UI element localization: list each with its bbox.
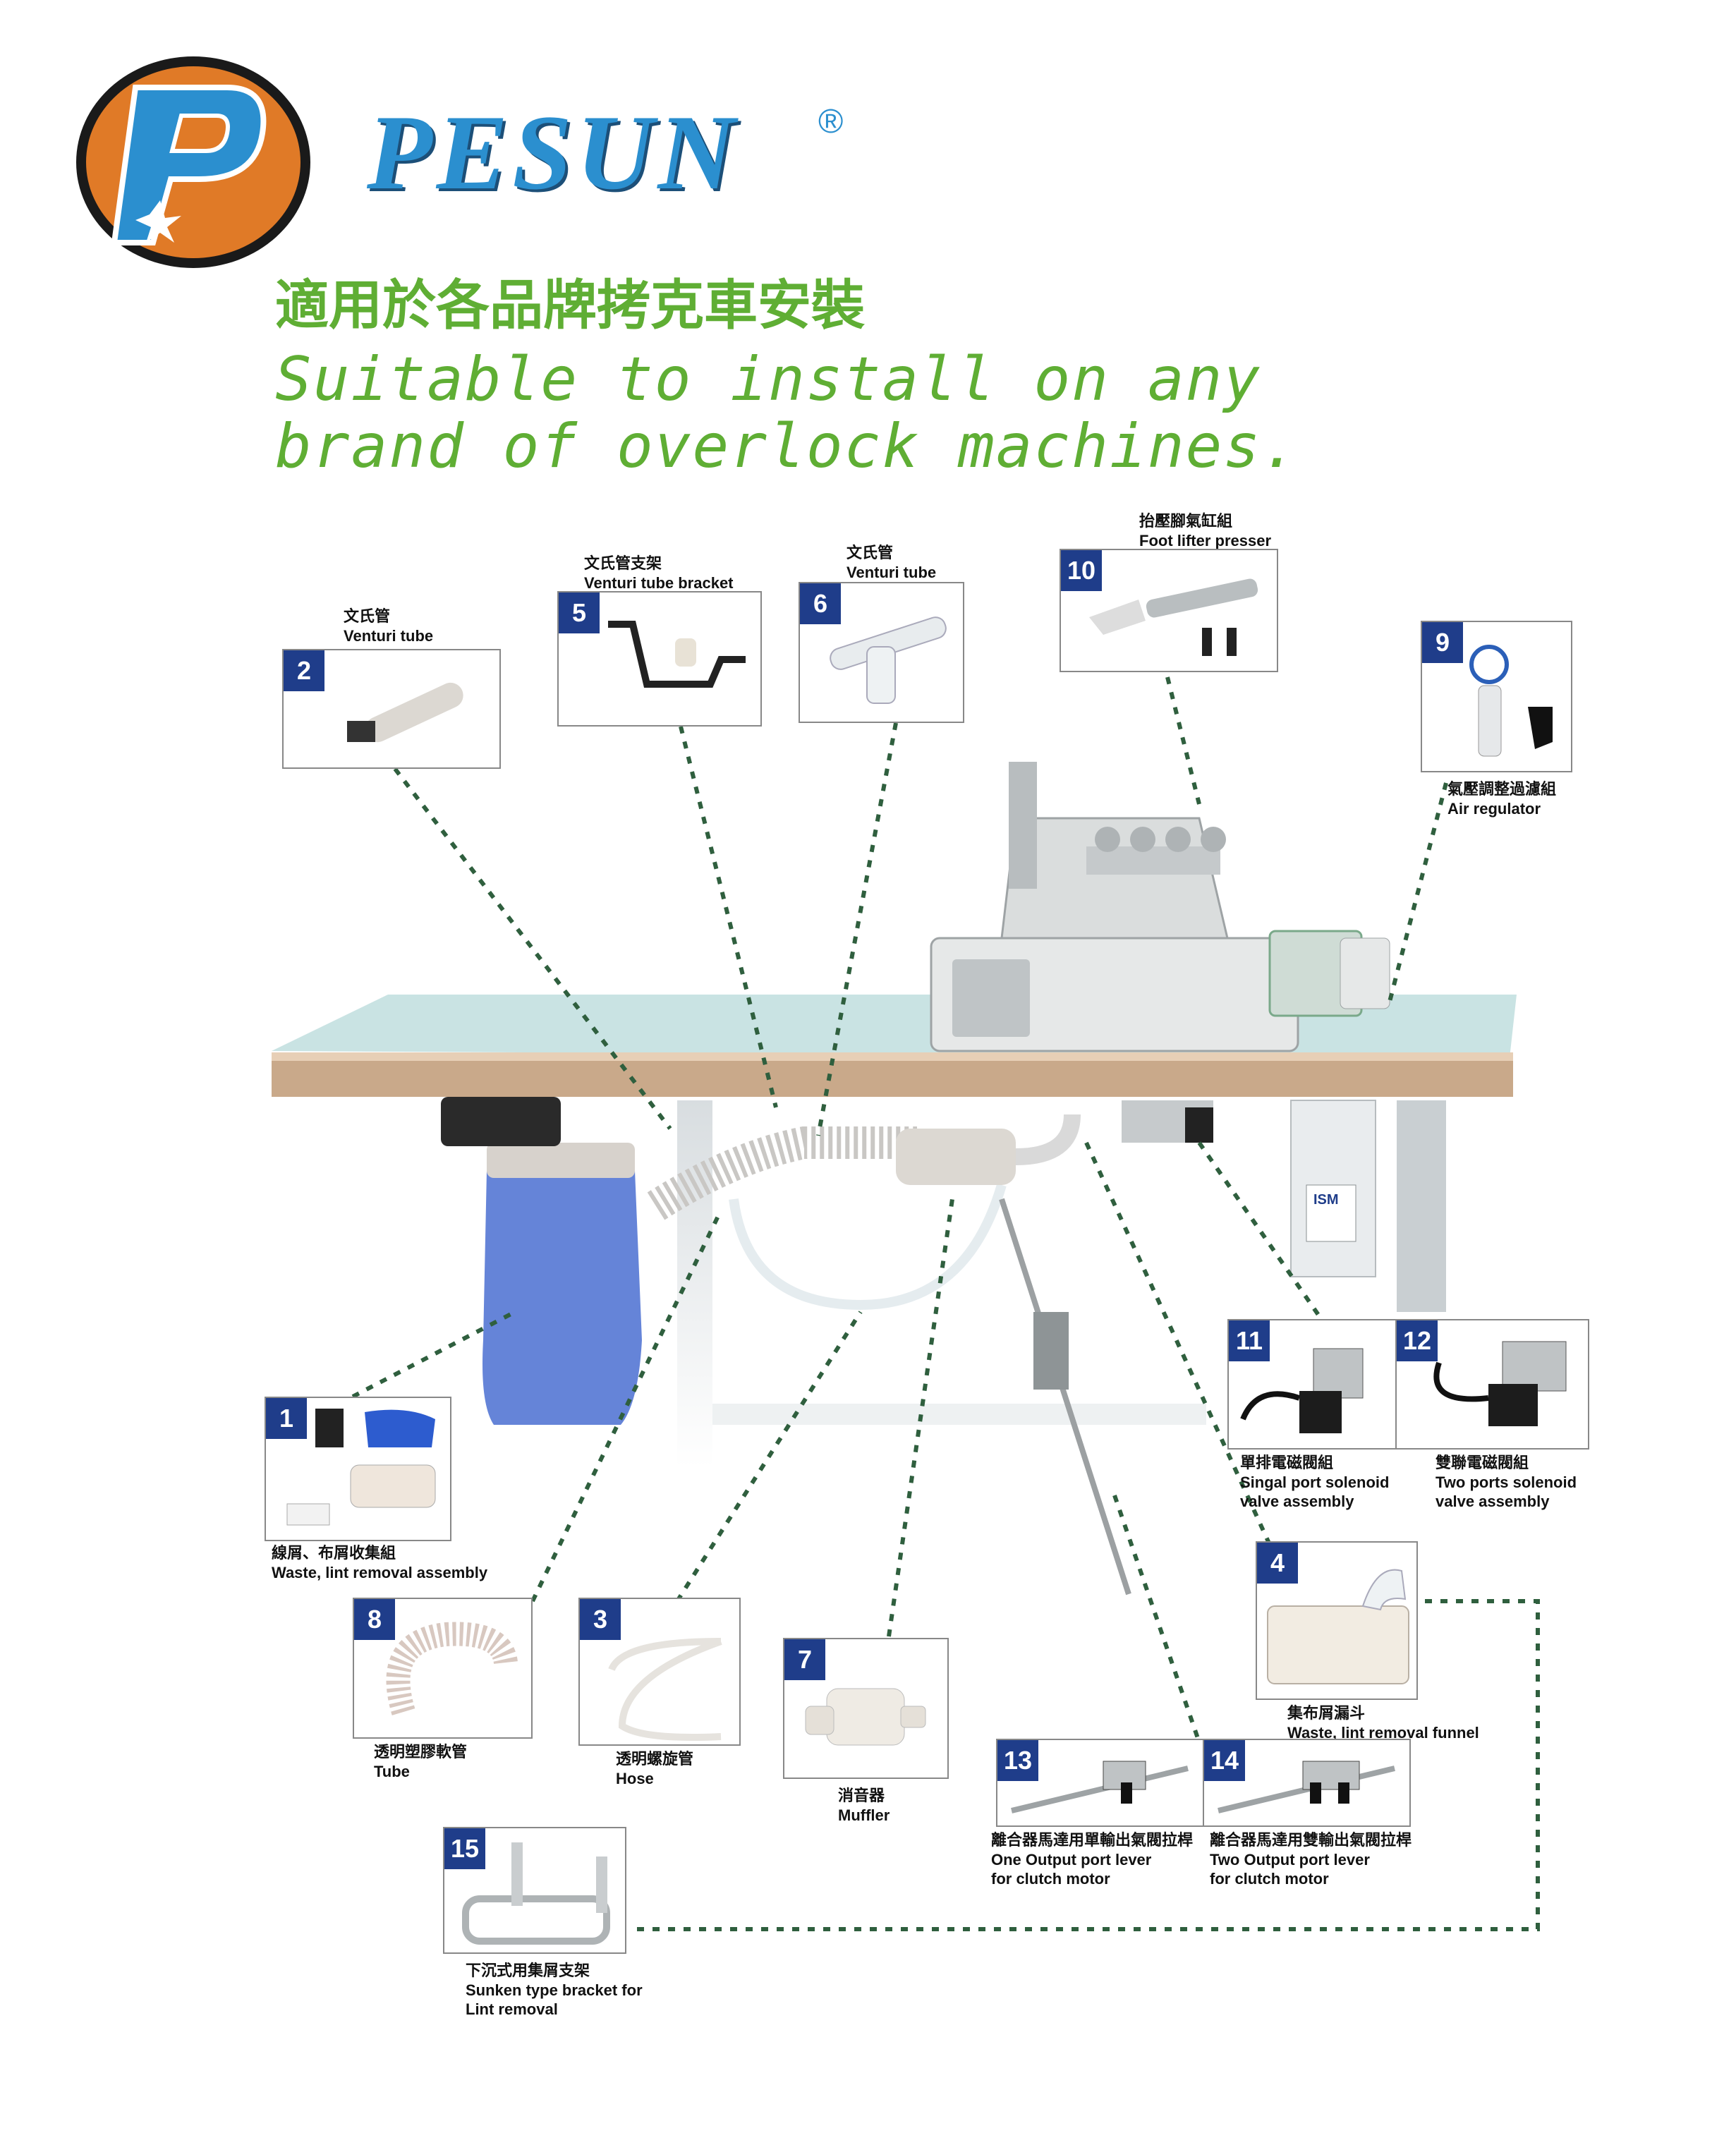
component-box-15: 15	[443, 1827, 626, 1954]
component-box-14: 14	[1203, 1739, 1411, 1827]
tagline-english-line2: brand of overlock machines.	[275, 411, 1299, 482]
motor-brand-label: ISM	[1313, 1192, 1339, 1208]
venturi-tube-clear-icon	[830, 616, 947, 704]
leader-10	[1165, 676, 1201, 805]
logo-p-icon	[111, 85, 267, 245]
leader-13-14	[1112, 1495, 1201, 1743]
badge-11: 11	[1229, 1320, 1270, 1361]
lint-bag	[482, 1171, 642, 1425]
badge-7: 7	[784, 1639, 825, 1680]
brand-name: PESUN	[367, 93, 740, 212]
single-output-lever-icon	[1011, 1761, 1189, 1813]
component-box-10: 10	[1060, 549, 1278, 672]
component-box-1: 1	[265, 1397, 451, 1541]
leader-2	[393, 767, 672, 1130]
tagline-english-line1: Suitable to install on any	[275, 344, 1262, 415]
air-regulator-icon	[1469, 645, 1553, 757]
leader-7	[887, 1198, 954, 1637]
muffler-shape	[896, 1129, 1016, 1185]
badge-15: 15	[444, 1828, 485, 1869]
spiral-hose-icon	[608, 1638, 722, 1741]
badge-5: 5	[559, 593, 600, 633]
component-box-8: 8	[353, 1598, 533, 1739]
table-leg-left	[677, 1100, 712, 1467]
lever-rod	[999, 1198, 1131, 1596]
component-box-13: 13	[996, 1739, 1204, 1827]
lint-funnel-icon	[1267, 1569, 1409, 1684]
flexible-tube-icon	[386, 1622, 518, 1715]
table-leg-right	[1397, 1100, 1446, 1312]
component-box-2: 2	[282, 649, 501, 769]
foot-lifter-cylinder-icon	[1089, 578, 1258, 656]
dual-output-lever-icon	[1218, 1761, 1395, 1813]
tagline-chinese: 適用於各品牌拷克車安裝	[275, 274, 865, 336]
component-box-3: 3	[578, 1598, 741, 1746]
leader-8	[530, 1212, 722, 1603]
component-box-7: 7	[783, 1638, 949, 1779]
muffler-icon	[805, 1688, 926, 1746]
collector-top	[441, 1097, 561, 1146]
badge-8: 8	[354, 1599, 395, 1640]
leader-9	[1388, 782, 1448, 1002]
component-box-4: 4	[1256, 1541, 1418, 1700]
single-solenoid-valve-icon	[1240, 1348, 1364, 1433]
badge-9: 9	[1422, 622, 1463, 663]
dual-solenoid-valve-icon	[1433, 1341, 1567, 1426]
component-box-5: 5	[557, 591, 762, 727]
badge-1: 1	[266, 1398, 307, 1439]
component-box-9: 9	[1421, 621, 1572, 772]
badge-4: 4	[1257, 1543, 1298, 1584]
badge-10: 10	[1061, 550, 1102, 591]
badge-3: 3	[580, 1599, 621, 1640]
table-edge	[272, 1058, 1513, 1097]
component-box-11: 11	[1227, 1319, 1397, 1450]
leader-5	[679, 726, 778, 1108]
badge-14: 14	[1204, 1740, 1245, 1781]
component-box-12: 12	[1395, 1319, 1589, 1450]
hose-clear	[729, 1184, 1007, 1311]
venturi-tube-icon	[347, 682, 463, 743]
leader-3	[675, 1311, 863, 1603]
leader-4	[1084, 1141, 1272, 1546]
component-box-6: 6	[799, 582, 964, 723]
badge-12: 12	[1397, 1320, 1438, 1361]
badge-13: 13	[997, 1740, 1038, 1781]
lint-removal-kit-icon	[286, 1409, 436, 1526]
sunken-bracket-icon	[462, 1842, 610, 1945]
registered-mark: ®	[818, 103, 844, 140]
bracket-icon	[608, 621, 746, 688]
badge-2: 2	[284, 650, 324, 691]
badge-6: 6	[800, 583, 841, 624]
collector-housing	[487, 1143, 635, 1178]
